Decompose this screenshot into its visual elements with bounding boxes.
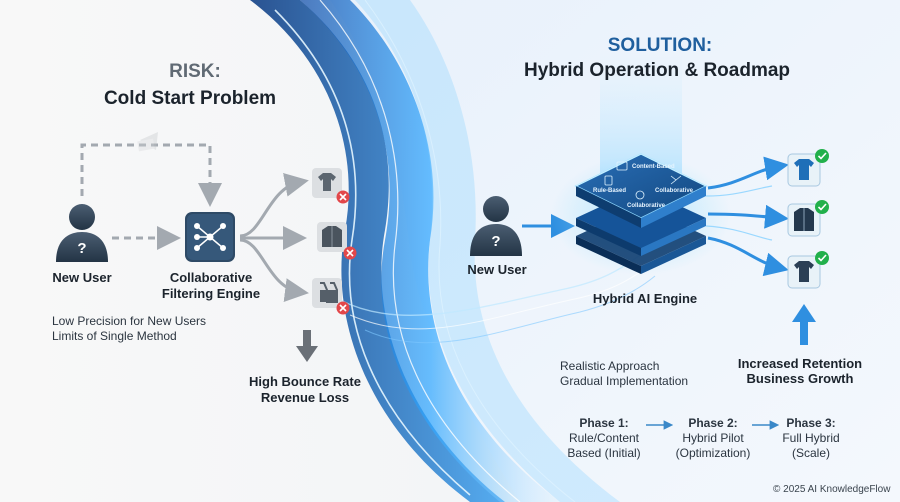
solution-new-user-icon: ? (470, 196, 522, 256)
down-arrow-icon (296, 330, 318, 362)
engine-label-line2: Filtering Engine (161, 286, 261, 301)
up-arrow-icon (792, 304, 816, 345)
benefit-line1: Increased Retention (737, 356, 863, 371)
tshirt-icon-blurred (312, 168, 350, 204)
phase-3-line1: Full Hybrid (782, 431, 840, 445)
risk-outcome-line1: High Bounce Rate (249, 374, 361, 389)
hybrid-engine-stack (574, 153, 708, 274)
copyright: © 2025 AI KnowledgeFlow (773, 484, 891, 495)
light-swirl (250, 0, 656, 502)
tshirt-icon-2 (787, 251, 829, 289)
network-icon (185, 212, 235, 262)
hybrid-engine-label: Hybrid AI Engine (592, 291, 698, 306)
module-content-based: Content-Based (632, 164, 675, 170)
faded-pointer-icon (137, 132, 158, 152)
phase-1-line2: Based (Initial) (567, 446, 641, 460)
solution-title: SOLUTION: (607, 35, 713, 56)
svg-text:?: ? (77, 240, 86, 257)
jacket-icon (787, 200, 829, 237)
phase-2-line2: (Optimization) (675, 446, 751, 460)
phase-2: Phase 2: Hybrid Pilot (Optimization) (676, 416, 751, 461)
risk-outcome-line2: Revenue Loss (260, 390, 350, 405)
phase-1: Phase 1: Rule/Content Based (Initial) (567, 416, 640, 461)
solution-new-user-label: New User (467, 262, 527, 277)
svg-text:?: ? (491, 233, 500, 250)
module-rule-based: Rule-Based (593, 188, 627, 194)
risk-note-line1: Low Precision for New Users (52, 314, 207, 328)
dashed-feedback-arrow (80, 143, 222, 207)
phase-2-line1: Hybrid Pilot (682, 431, 744, 445)
phase-1-line1: Rule/Content (568, 431, 640, 445)
module-collaborative-bottom: Collaborative (627, 203, 666, 209)
phase-3: Phase 3: Full Hybrid (Scale) (782, 416, 839, 461)
risk-subtitle: Cold Start Problem (103, 88, 277, 109)
approach-line2: Gradual Implementation (560, 374, 689, 388)
tank-top-icon-blurred (312, 278, 350, 315)
risk-title: RISK: (169, 61, 221, 82)
phase-3-title: Phase 3: (786, 416, 836, 430)
risk-new-user-label: New User (52, 270, 112, 285)
benefit-line2: Business Growth (746, 371, 854, 386)
tshirt-icon (787, 149, 829, 187)
module-collaborative-right: Collaborative (655, 188, 694, 194)
phase-2-title: Phase 2: (688, 416, 738, 430)
risk-new-user-icon: ? (56, 204, 108, 262)
engine-label-line1: Collaborative (169, 270, 253, 285)
jacket-icon-blurred (317, 222, 357, 260)
risk-note-line2: Limits of Single Method (52, 329, 177, 343)
phase-1-title: Phase 1: (579, 416, 629, 430)
solution-subtitle: Hybrid Operation & Roadmap (523, 60, 791, 81)
approach-line1: Realistic Approach (560, 359, 660, 373)
phase-3-line2: (Scale) (791, 446, 831, 460)
